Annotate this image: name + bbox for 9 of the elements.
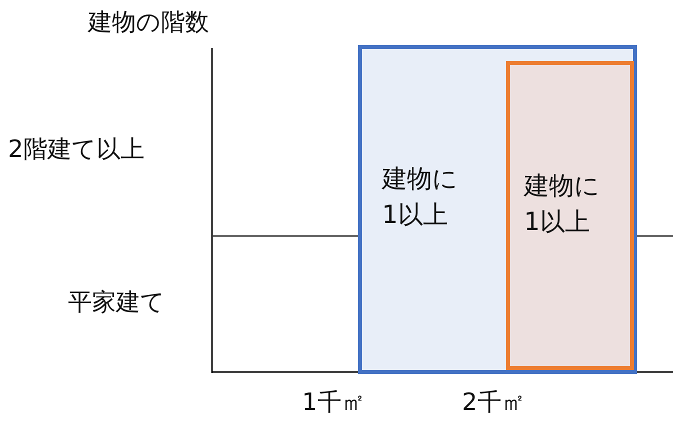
region-box	[358, 45, 637, 374]
axis-tick-label: 平家建て	[68, 288, 165, 317]
axis-tick-label: 1千㎡	[302, 388, 366, 417]
region-box	[506, 61, 634, 370]
region-label: 建物に1以上	[382, 163, 459, 232]
axis-tick-label: 2階建て以上	[8, 135, 144, 164]
axis-title: 建物の階数	[88, 8, 209, 37]
axis-tick-label: 2千㎡	[462, 388, 526, 417]
region-label: 建物に1以上	[524, 170, 601, 238]
